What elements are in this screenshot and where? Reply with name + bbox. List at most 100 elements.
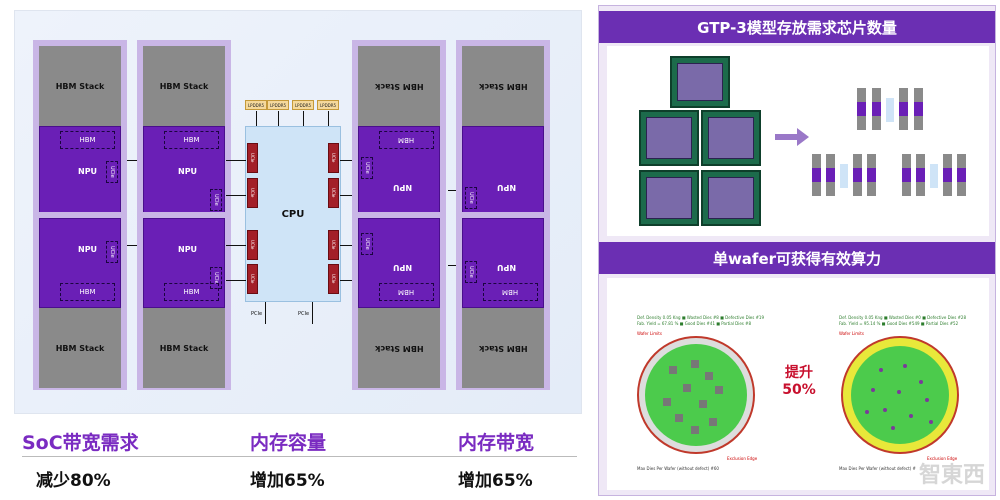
stack-column-4-top: HBM Stack NPU UCIe [456,40,550,218]
npu-label: NPU [178,167,198,176]
npu-block: HBM NPU UCIe [39,126,121,216]
lpddr-link-arrow [303,111,304,126]
stack-column-1-bottom: NPU UCIe HBM HBM Stack [33,212,127,390]
ucie-port-cpu: UCIe [328,264,339,294]
wafer-left-edge: Exclusion Edge [727,456,758,461]
hbm-stack: HBM Stack [143,46,225,126]
stack-column-3-top: HBM Stack HBM NPU UCIe [352,40,446,218]
npu-block: UCIe NPU HBM [358,218,440,308]
stack-column-2-bottom: NPU UCIe HBM HBM Stack [137,212,231,390]
a100-chip [701,110,761,166]
stack-column-2-top: HBM Stack HBM NPU UCIe [137,40,231,218]
npu-block: NPU UCIe [462,126,544,216]
watermark-logo: 智東西 [918,463,985,488]
a100-chip [639,170,699,226]
lpddr-link-arrow [328,111,329,126]
stat-title-memory-capacity: 内存容量 [250,432,327,454]
lpddr5-chip-3: LPDDR5 [292,100,314,110]
hbm-region: HBM [60,283,115,301]
chip-count-panel [607,46,989,236]
hbm-region: HBM [379,283,434,301]
ucie-link-arrow [340,195,354,196]
ucie-port: UCIe [106,161,118,183]
a100-chip [670,56,730,108]
wafer-right-legend: Def. Density 0.05 Kng ■ Wasted Dies #0 ■… [839,315,967,320]
lpddr-link-arrow [278,111,279,126]
ucie-port-cpu: UCIe [328,178,339,208]
pcie-link-arrow [265,302,266,324]
npu-label: NPU [78,245,98,254]
ucie-link-arrow [448,190,458,191]
ucie-link-arrow [448,265,458,266]
ucie-link-arrow [127,160,137,161]
hbm-stack: HBM Stack [39,46,121,126]
wafer-left-legend: Fab. Yield = 67.81 % ■ Good Dies #41 ■ P… [637,321,752,326]
stat-title-soc-bandwidth: SoC带宽需求 [22,432,139,454]
wafer-right-legend: Fab. Yield = 95.14 % ■ Good Dies #549 ■ … [839,321,959,326]
hbm-region: HBM [379,131,434,149]
ucie-link-arrow [226,195,246,196]
ucie-link-arrow [340,245,354,246]
stack-column-1-top: HBM Stack HBM NPU UCIe [33,40,127,218]
right-section: GTP-3模型存放需求芯片数量 [598,5,996,496]
improvement-label: 提升 [785,365,813,381]
cpu-block: CPU [245,126,341,302]
hbm-stack: HBM Stack [358,308,440,388]
lpddr5-chip-4: LPDDR5 [317,100,339,110]
ucie-link-arrow [127,245,137,246]
stat-value-soc-bandwidth: 减少80% [36,471,111,491]
lpddr-link-arrow [256,111,257,126]
ucie-port: UCIe [210,267,222,289]
wafer-left [637,336,755,454]
pcie-label: PCIe [251,311,263,317]
wafer-left-limit: Wafer Limits [637,331,662,336]
ucie-port: UCIe [361,157,373,179]
stat-value-memory-bandwidth: 增加65% [458,471,533,491]
npu-block: NPU UCIe HBM [143,218,225,308]
npu-block: UCIe NPU HBM [462,218,544,308]
improvement-value: 50% [782,382,816,398]
hbm-stack: HBM Stack [143,308,225,388]
npu-label: NPU [78,167,98,176]
right-arrow-icon [775,128,809,146]
wafer-right-limit: Wafer Limits [839,331,864,336]
stack-column-3-bottom: UCIe NPU HBM HBM Stack [352,212,446,390]
npu-label: NPU [497,183,517,192]
ucie-port: UCIe [465,261,477,283]
lpddr5-chip-1: LPDDR5 [245,100,267,110]
stats-divider [22,456,577,457]
npu-label: NPU [393,183,413,192]
npu-label: NPU [178,245,198,254]
hbm-stack: HBM Stack [39,308,121,388]
ucie-port: UCIe [106,241,118,263]
ucie-port: UCIe [465,187,477,209]
npu-label: NPU [393,263,413,272]
stack-column-4-bottom: UCIe NPU HBM HBM Stack [456,212,550,390]
ucie-port-cpu: UCIe [328,143,339,173]
npu-block: HBM NPU UCIe [358,126,440,216]
hbm-stack: HBM Stack [358,46,440,126]
wafer-right-max: Max Dies Per Wafer (without defect) # [839,466,916,471]
hbm-region: HBM [60,131,115,149]
stat-title-memory-bandwidth: 内存带宽 [458,432,535,454]
wafer-left-max: Max Dies Per Wafer (without defect) #60 [637,466,719,471]
ucie-port-cpu: UCIe [247,178,258,208]
npu-block: NPU UCIe HBM [39,218,121,308]
hbm-stack: HBM Stack [462,308,544,388]
panel-title-effective-compute: 单wafer可获得有效算力 [599,242,995,274]
ucie-port-cpu: UCIe [247,230,258,260]
panel-title-chip-count: GTP-3模型存放需求芯片数量 [599,11,995,43]
wafer-panel: Def. Density 0.05 Kng ■ Wasted Dies #8 ■… [607,278,989,490]
npu-block: HBM NPU UCIe [143,126,225,216]
hbm-stack: HBM Stack [462,46,544,126]
hbm-region: HBM [164,131,219,149]
wafer-left-legend: Def. Density 0.05 Kng ■ Wasted Dies #8 ■… [637,315,765,320]
a100-chip [701,170,761,226]
ucie-link-arrow [340,160,354,161]
ucie-link-arrow [226,245,246,246]
ucie-link-arrow [340,280,354,281]
cpu-label: CPU [281,209,305,220]
pcie-link-arrow [312,302,313,324]
left-section: HBM Stack HBM NPU UCIe NPU UCIe HBM HBM … [14,10,582,491]
ucie-port: UCIe [210,189,222,211]
